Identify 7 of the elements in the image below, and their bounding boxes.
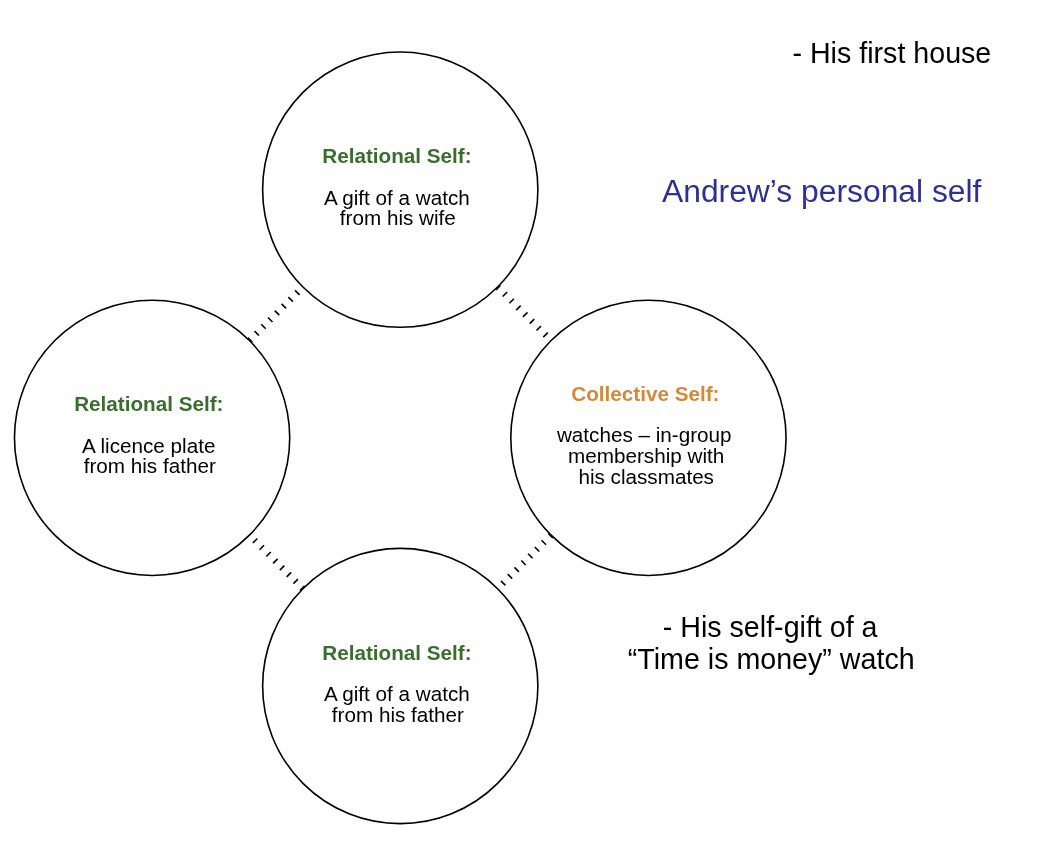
node-circle: Relational Self: A licence plate from his father — [13, 299, 291, 577]
label: Andrew’s personal self — [661, 173, 982, 210]
node-circle: Collective Self: watches – in-group membership with his classmates — [510, 299, 787, 577]
node-circle: Relational Self: A gift of a watch from his father — [261, 547, 539, 825]
label: - His self-gift of a “Time is money” watch — [627, 611, 915, 676]
label: - His first house — [792, 37, 992, 69]
node-circle: Relational Self: A gift of a watch from his wife — [261, 51, 539, 329]
